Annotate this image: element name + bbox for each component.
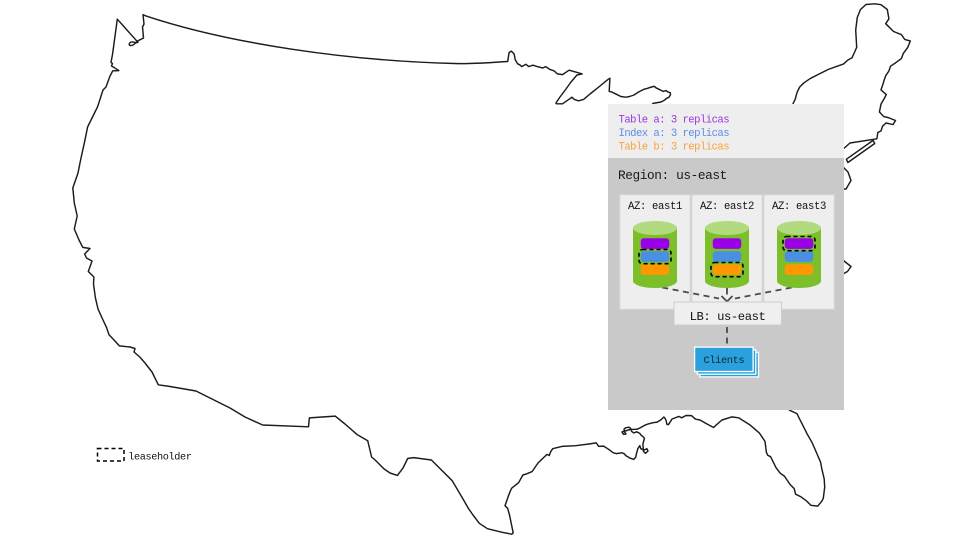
svg-text:AZ: east1: AZ: east1 bbox=[628, 201, 682, 213]
svg-text:Table b: 3 replicas: Table b: 3 replicas bbox=[619, 141, 730, 153]
svg-text:Clients: Clients bbox=[703, 355, 744, 367]
svg-text:AZ: east2: AZ: east2 bbox=[700, 201, 754, 213]
svg-text:LB: us-east: LB: us-east bbox=[690, 310, 766, 324]
svg-text:Region: us-east: Region: us-east bbox=[618, 168, 727, 183]
svg-text:AZ: east3: AZ: east3 bbox=[772, 201, 826, 213]
svg-text:leaseholder: leaseholder bbox=[128, 452, 192, 464]
svg-text:Table a: 3 replicas: Table a: 3 replicas bbox=[619, 115, 730, 127]
svg-text:Index a: 3 replicas: Index a: 3 replicas bbox=[619, 128, 730, 140]
